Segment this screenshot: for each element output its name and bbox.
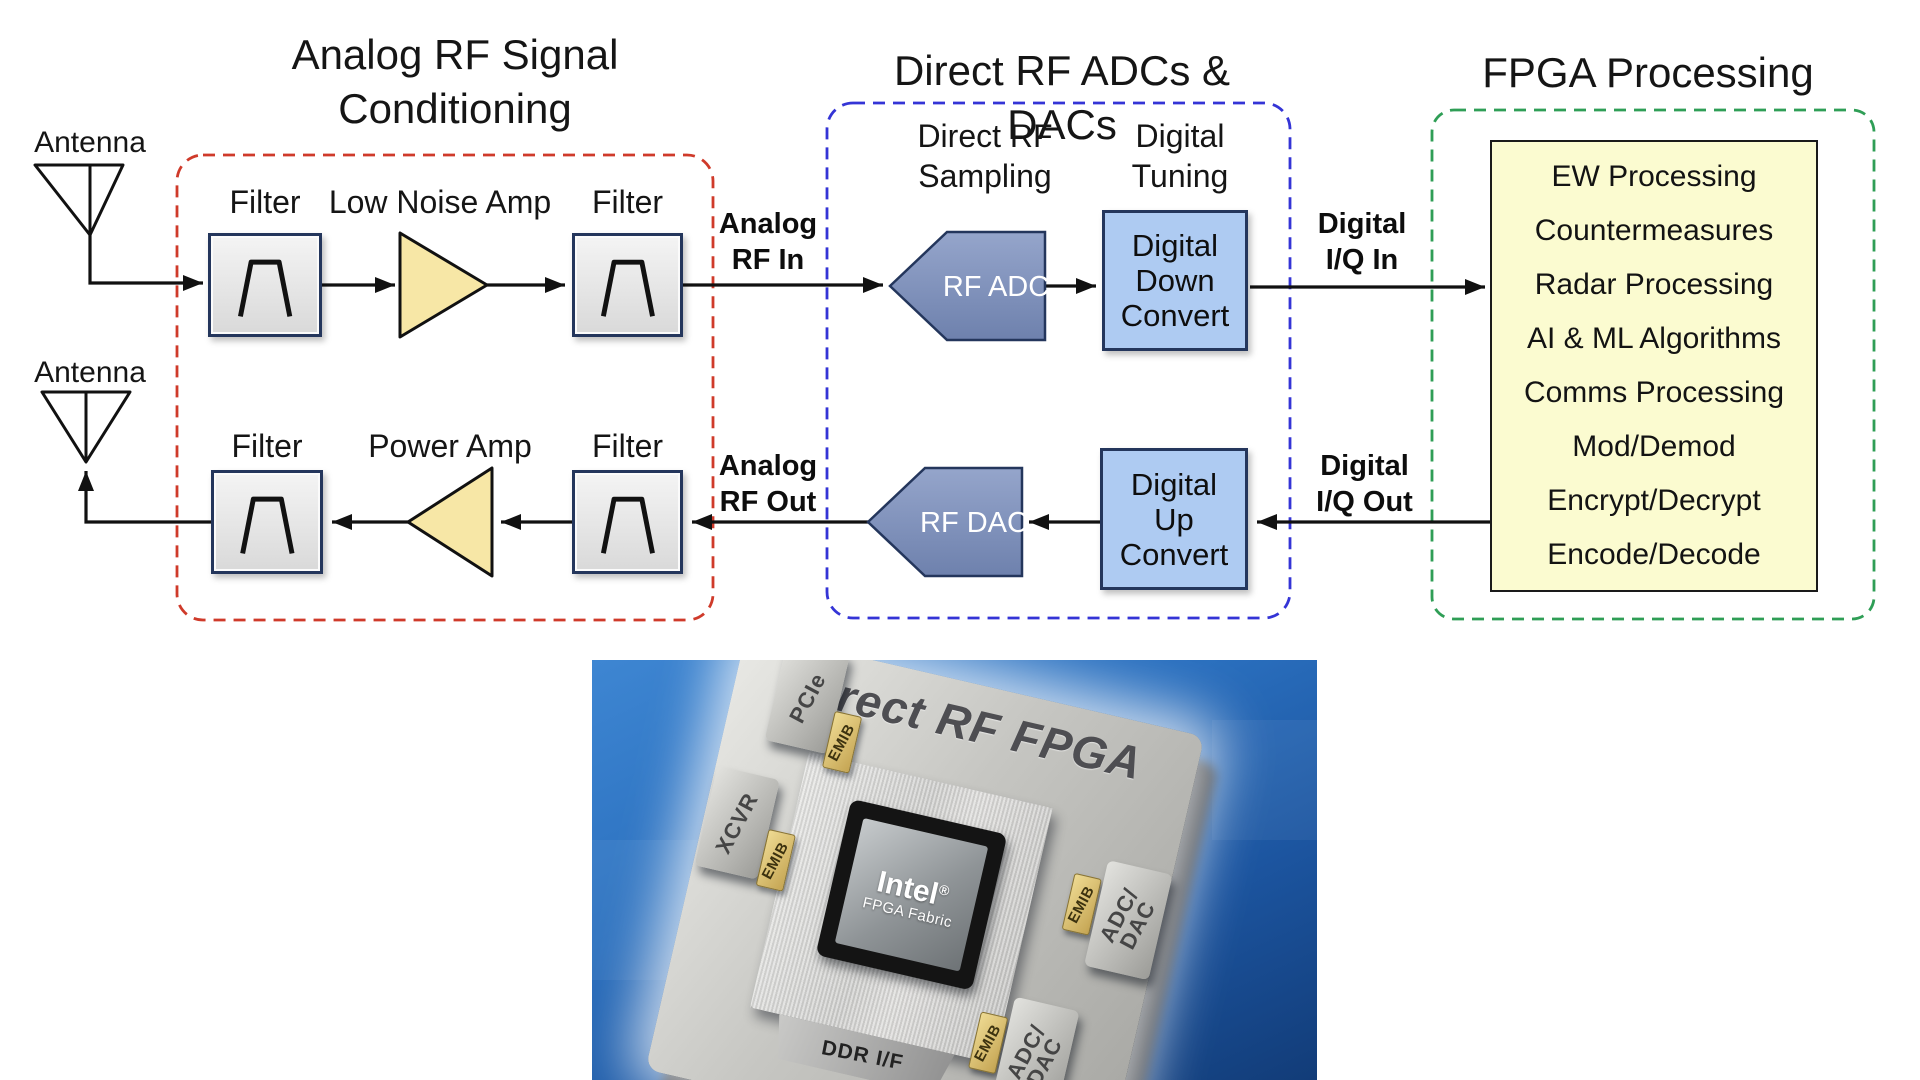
wire-filter-to-antenna — [78, 471, 211, 524]
analog-rf-out-label: Analog RF Out — [698, 448, 838, 520]
label-line: Convert — [1120, 298, 1230, 333]
label-line: Analog — [718, 208, 818, 240]
rf-dac-block — [866, 466, 1024, 578]
digital-up-convert-block: Digital Up Convert — [1100, 448, 1248, 590]
pcie-label: PCIe — [783, 668, 831, 727]
digital-iq-out-label: Digital I/Q Out — [1292, 448, 1437, 520]
bandpass-icon — [600, 259, 655, 317]
rx-antenna-label: Antenna — [34, 126, 146, 159]
chip-photo: Direct RF FPGA PCIe EMIB XCVR EMIB EMIB … — [592, 660, 1317, 1080]
rx-antenna-icon — [33, 163, 125, 237]
analog-rf-in-label: Analog RF In — [698, 206, 838, 278]
filter-tx1-label: Filter — [231, 428, 303, 464]
filter-rx2-block — [572, 233, 683, 337]
filter-tx2-block — [572, 470, 683, 574]
title-line: Conditioning — [338, 85, 572, 132]
section-title-fpga: FPGA Processing — [1482, 49, 1814, 96]
label-line: Digital — [1130, 466, 1218, 502]
label-line: Digital — [1320, 450, 1409, 482]
section-title-adc-dac: Direct RF ADCs & DACs — [893, 47, 1231, 148]
filter-rx1-block — [208, 233, 322, 337]
label-line: Analog — [718, 450, 818, 482]
low-noise-amp-icon — [398, 231, 489, 339]
fpga-processing-block: EW Processing Countermeasures Radar Proc… — [1490, 140, 1818, 592]
adc-dac-label: ADC/ DAC — [1094, 884, 1160, 956]
title-line: Analog RF Signal — [291, 31, 619, 78]
lna-label: Low Noise Amp — [328, 184, 552, 220]
label-line: Up — [1154, 501, 1194, 537]
tx-antenna-label: Antenna — [34, 356, 146, 389]
tx-antenna-icon — [40, 390, 132, 464]
label-line: I/Q In — [1325, 244, 1399, 276]
direct-rf-sampling-label: Direct RF Sampling — [890, 116, 1080, 196]
filter-rx2-label: Filter — [591, 184, 664, 220]
bandpass-icon — [237, 259, 293, 317]
rf-dac-label: RF DAC — [920, 507, 1028, 539]
label-line: Digital — [1317, 208, 1407, 240]
label-line: Digital — [1135, 118, 1225, 154]
fpga-package: Direct RF FPGA PCIe EMIB XCVR EMIB EMIB … — [645, 660, 1205, 1080]
label-line: RF In — [731, 244, 805, 276]
label-line: RF Out — [719, 486, 817, 518]
fpga-item: Comms Processing — [1523, 376, 1785, 409]
fpga-item: EW Processing — [1551, 160, 1757, 193]
bandpass-icon — [239, 496, 295, 554]
label-line: Convert — [1119, 536, 1229, 572]
adc-dac-label: ADC/ DAC — [1001, 1020, 1067, 1080]
label-line: Down — [1135, 263, 1215, 298]
bandpass-icon — [600, 496, 655, 554]
pa-label: Power Amp — [368, 428, 532, 464]
filter-tx2-label: Filter — [591, 428, 664, 464]
rf-adc-block — [888, 230, 1047, 342]
digital-tuning-label: Digital Tuning — [1090, 116, 1270, 196]
xcvr-label: XCVR — [710, 788, 764, 858]
label-line: Digital — [1131, 228, 1219, 263]
label-line: Direct RF — [917, 118, 1053, 154]
digital-iq-in-label: Digital I/Q In — [1292, 206, 1432, 278]
wire-antenna-to-filter — [88, 235, 203, 291]
section-title-analog-conditioning: Analog RF Signal Conditioning — [240, 28, 670, 136]
label-line: Tuning — [1131, 158, 1229, 194]
fpga-item: AI & ML Algorithms — [1527, 322, 1781, 355]
power-amp-icon — [406, 466, 494, 578]
label-line: I/Q Out — [1316, 486, 1413, 518]
filter-rx1-label: Filter — [229, 184, 301, 220]
fpga-item: Mod/Demod — [1572, 430, 1736, 463]
fpga-item: Radar Processing — [1534, 268, 1774, 301]
fpga-die-face: Intel® FPGA Fabric — [834, 817, 989, 972]
fpga-item: Encrypt/Decrypt — [1547, 484, 1761, 517]
fpga-item: Countermeasures — [1534, 214, 1774, 247]
label-line: Sampling — [918, 158, 1052, 194]
emib-label: EMIB — [825, 720, 859, 764]
fpga-item: Encode/Decode — [1547, 538, 1761, 571]
registered-mark: ® — [937, 881, 952, 899]
ddr-if-label: DDR I/F — [819, 1036, 905, 1075]
digital-down-convert-block: Digital Down Convert — [1102, 210, 1248, 351]
filter-tx1-block — [211, 470, 323, 574]
rf-adc-label: RF ADC — [943, 271, 1049, 303]
